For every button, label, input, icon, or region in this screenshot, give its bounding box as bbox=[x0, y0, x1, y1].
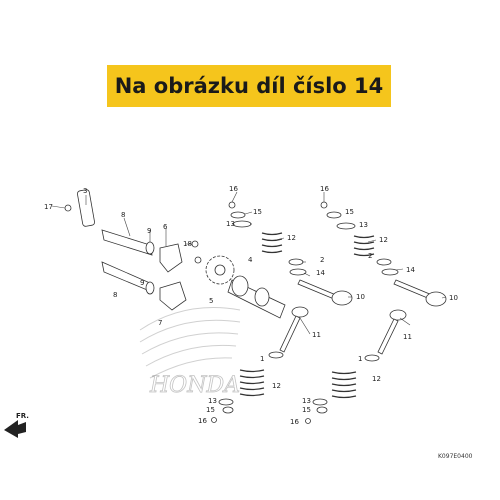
callout-13c: 13 bbox=[208, 397, 217, 405]
callout-6: 6 bbox=[163, 223, 168, 231]
callout-12d: 12 bbox=[372, 375, 381, 383]
callout-14: 14 bbox=[316, 269, 325, 277]
cam-sprocket bbox=[205, 255, 235, 285]
front-direction-arrow bbox=[4, 420, 26, 438]
callout-16c: 16 bbox=[198, 417, 207, 425]
callout-2: 2 bbox=[320, 256, 324, 264]
diagram-code: K097E0400 bbox=[438, 453, 473, 460]
callout-13: 13 bbox=[226, 220, 235, 228]
front-direction-label: FR. bbox=[16, 412, 29, 420]
callout-1: 1 bbox=[260, 355, 264, 363]
callout-15c: 15 bbox=[206, 406, 215, 414]
callout-10b: 10 bbox=[449, 294, 458, 302]
rocker-shaft-group bbox=[64, 189, 202, 311]
callout-7: 7 bbox=[158, 319, 162, 327]
callout-9b: 9 bbox=[140, 279, 144, 287]
callout-8: 8 bbox=[121, 211, 125, 219]
callout-18: 18 bbox=[183, 240, 192, 248]
callout-11: 11 bbox=[312, 331, 321, 339]
callout-5: 5 bbox=[209, 297, 213, 305]
honda-wing-watermark bbox=[139, 307, 241, 379]
callout-12c: 12 bbox=[272, 382, 281, 390]
callout-13d: 13 bbox=[302, 397, 311, 405]
callout-leaders bbox=[51, 191, 447, 335]
callout-2b: 2 bbox=[368, 252, 372, 260]
callout-4: 4 bbox=[248, 256, 253, 264]
callout-9: 9 bbox=[147, 227, 151, 235]
valve-stack-upper-left bbox=[228, 201, 353, 306]
callout-12: 12 bbox=[287, 234, 296, 242]
callout-15: 15 bbox=[253, 208, 262, 216]
banner-text: Na obrázku díl číslo 14 bbox=[114, 74, 384, 98]
callout-11b: 11 bbox=[403, 333, 412, 341]
callout-16b: 16 bbox=[320, 185, 329, 193]
callout-15b: 15 bbox=[345, 208, 354, 216]
callout-3: 3 bbox=[83, 187, 87, 195]
callout-17: 17 bbox=[44, 203, 53, 211]
callout-16: 16 bbox=[229, 185, 238, 193]
callout-16d: 16 bbox=[290, 418, 299, 426]
valve-stack-lower-left bbox=[211, 306, 309, 423]
honda-watermark-text: HONDA bbox=[149, 373, 240, 398]
callout-1b: 1 bbox=[358, 355, 362, 363]
callout-8b: 8 bbox=[113, 291, 117, 299]
valve-stack-upper-right bbox=[320, 201, 447, 307]
callout-12b: 12 bbox=[379, 236, 388, 244]
callout-10: 10 bbox=[356, 293, 365, 301]
callout-15d: 15 bbox=[302, 406, 311, 414]
callout-13b: 13 bbox=[359, 221, 368, 229]
part-number-banner: Na obrázku díl číslo 14 bbox=[107, 65, 391, 107]
valve-stack-lower-right bbox=[305, 309, 407, 424]
callout-labels: 17 3 8 9 6 18 4 7 5 9 8 16 15 13 12 2 14… bbox=[16, 185, 458, 426]
camshaft bbox=[227, 275, 286, 319]
callout-14b: 14 bbox=[406, 266, 415, 274]
